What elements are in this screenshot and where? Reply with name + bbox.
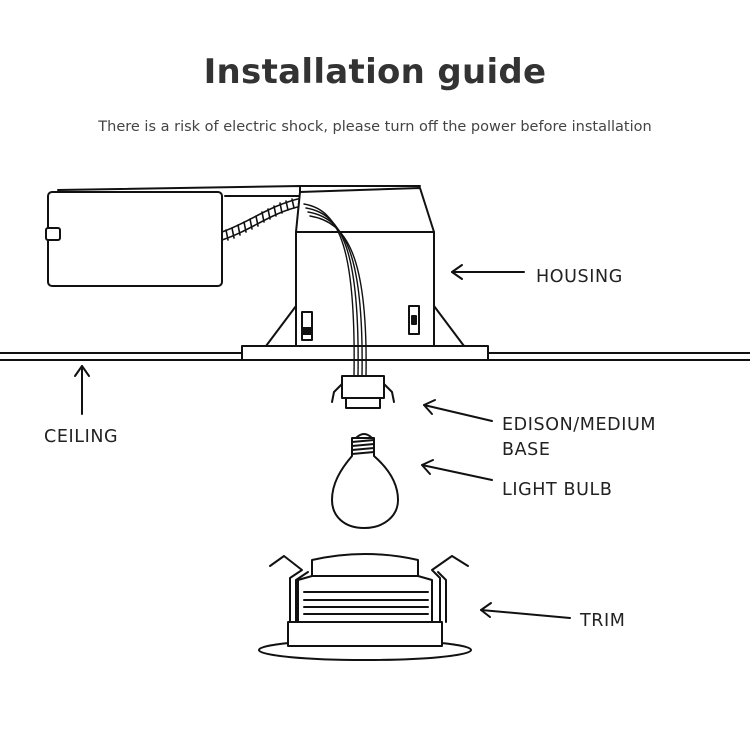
flex-conduit: [221, 197, 303, 241]
junction-box: [45, 185, 421, 287]
socket-wires: [303, 203, 367, 377]
ceiling-board: [0, 352, 750, 361]
trim: [258, 553, 472, 661]
edison-base-label-line2: BASE: [502, 440, 551, 460]
edison-socket: [331, 375, 395, 409]
light-bulb: [331, 433, 399, 529]
housing-label: HOUSING: [536, 267, 623, 287]
bulb-arrow: [421, 459, 493, 481]
edison-base-label-line1: EDISON/MEDIUM: [502, 415, 656, 435]
page-title: Installation guide: [203, 52, 547, 92]
light-bulb-label: LIGHT BULB: [502, 480, 612, 500]
safety-warning-text: There is a risk of electric shock, pleas…: [98, 119, 652, 135]
housing-arrow: [451, 264, 525, 280]
ceiling-arrow: [74, 365, 90, 415]
trim-label: TRIM: [579, 611, 626, 631]
trim-arrow: [480, 602, 571, 619]
base-arrow: [423, 399, 493, 422]
housing-can: [241, 187, 489, 361]
ceiling-label: CEILING: [44, 427, 118, 447]
